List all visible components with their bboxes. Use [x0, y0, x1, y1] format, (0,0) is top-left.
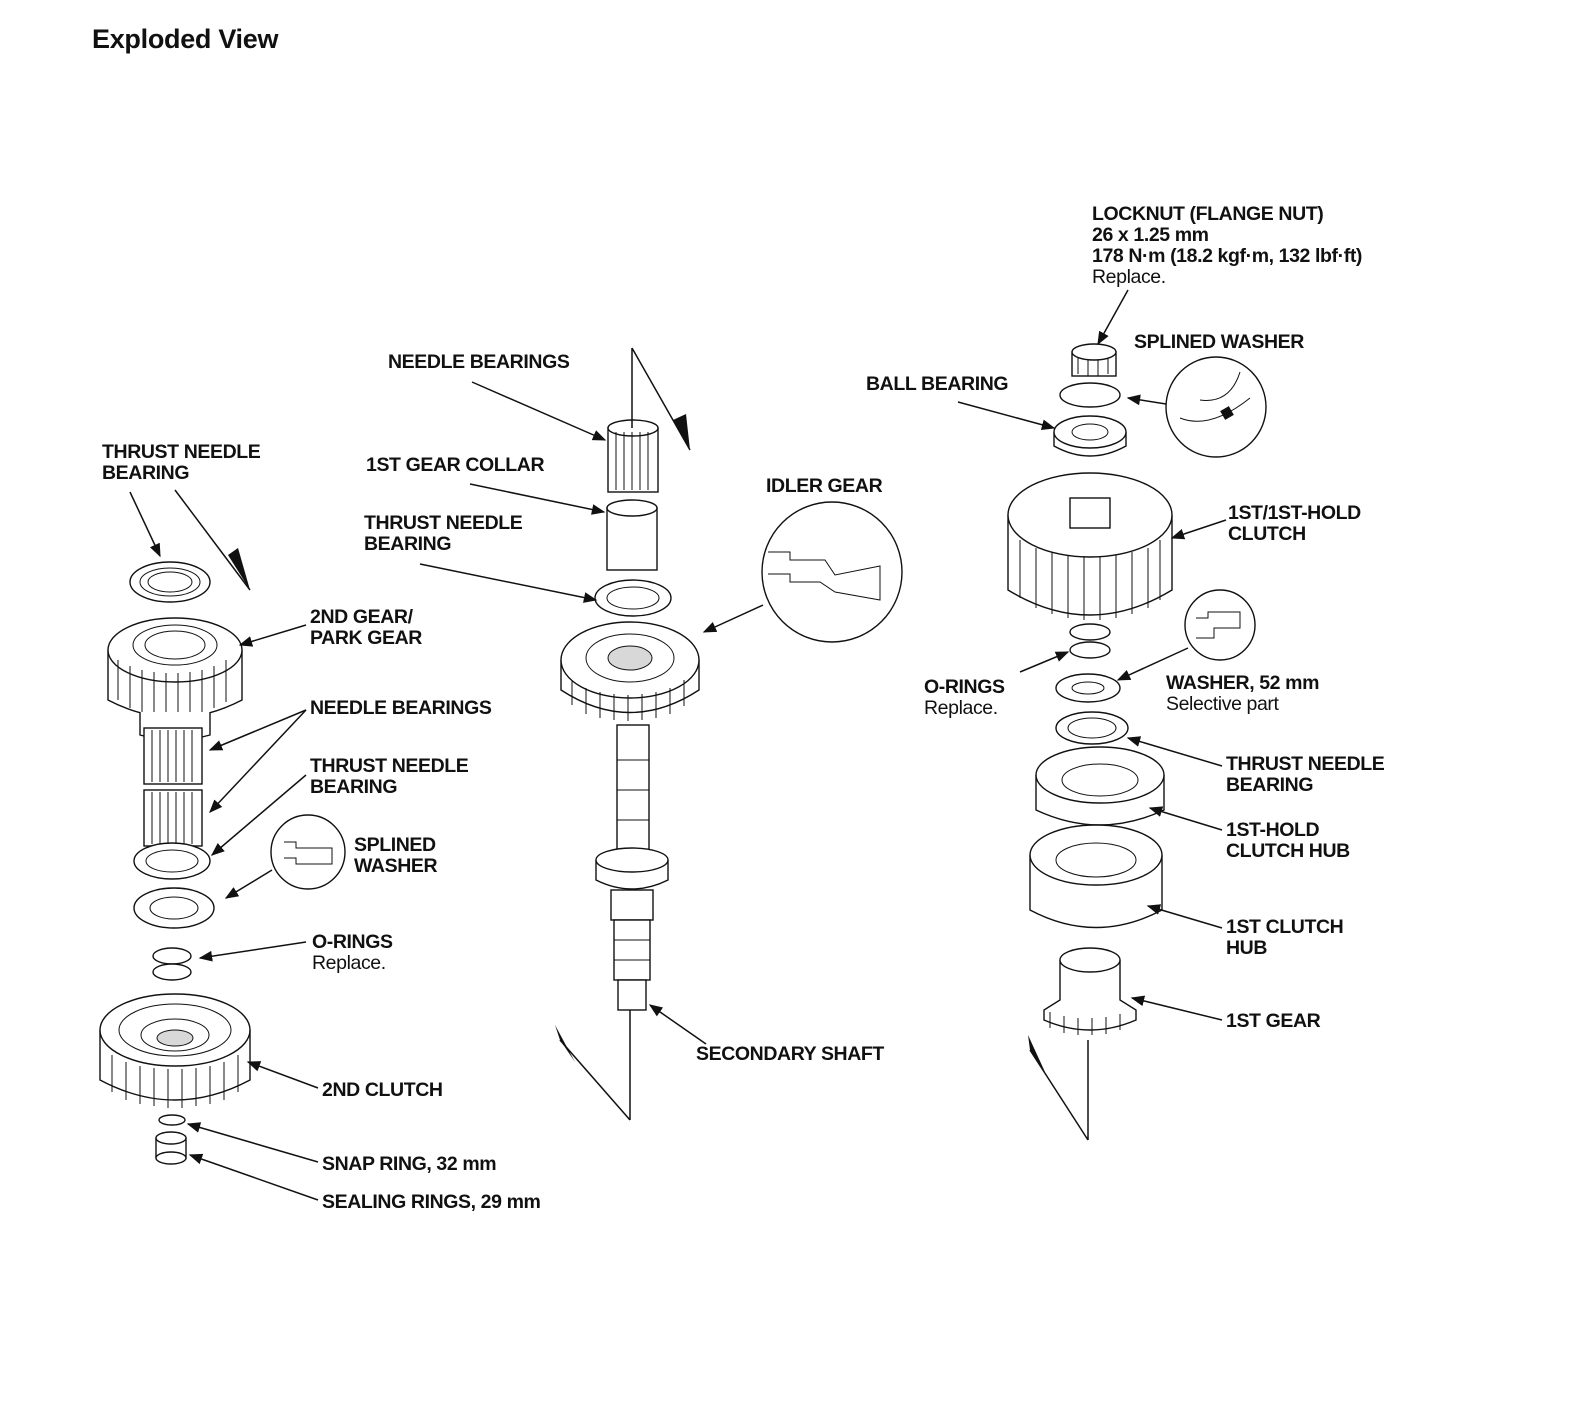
secondary-shaft-label: SECONDARY SHAFT	[696, 1043, 884, 1065]
first-clutch-hub-label: 1ST CLUTCH HUB	[1226, 916, 1344, 959]
first-gear-collar-label: 1ST GEAR COLLAR	[366, 454, 545, 476]
idler-gear-part	[560, 621, 700, 721]
thrust-needle-bearing-left-top-label: THRUST NEEDLE BEARING	[102, 441, 261, 484]
locknut-torque: 178 N·m (18.2 kgf·m, 132 lbf·ft)	[1092, 245, 1363, 267]
left-stack	[99, 489, 346, 1165]
snap-ring-part	[158, 1114, 186, 1126]
left-splined-washer-detail	[270, 814, 346, 890]
right-splined-washer-detail	[1165, 356, 1267, 458]
secondary-shaft-part	[595, 724, 669, 1011]
first-gear-collar-part	[606, 499, 658, 571]
first-clutch-hub-part	[1029, 824, 1163, 929]
ball-bearing-label: BALL BEARING	[866, 373, 1009, 395]
washer-52-detail	[1184, 589, 1256, 661]
middle-thrust-needle-bearing-part	[594, 579, 672, 617]
splined-washer-left-label: SPLINED WASHER	[354, 834, 438, 877]
locknut-label: LOCKNUT (FLANGE NUT) 26 x 1.25 mm 178 N·…	[1092, 204, 1362, 288]
idler-gear-label: IDLER GEAR	[766, 475, 883, 497]
locknut-part	[1071, 343, 1117, 377]
second-gear-part	[107, 617, 243, 741]
needle-bearings-top-label: NEEDLE BEARINGS	[388, 351, 570, 373]
right-thrust-needle-bearing-part	[1055, 711, 1129, 745]
left-thrust-needle-bearing-part	[129, 561, 211, 603]
middle-stack	[555, 347, 903, 1121]
washer-52-label: WASHER, 52 mm Selective part	[1166, 672, 1320, 715]
thrust-needle-bearing-mid-label: THRUST NEEDLE BEARING	[364, 512, 523, 555]
left-splined-washer-part	[133, 887, 215, 929]
washer-52-part	[1055, 673, 1121, 703]
sealing-rings-part	[155, 1131, 187, 1165]
middle-needle-bearings-part	[607, 419, 659, 493]
right-o-rings-part	[1069, 623, 1111, 659]
first-hold-clutch-hub-part	[1035, 746, 1165, 826]
splined-washer-right-label: SPLINED WASHER	[1134, 331, 1304, 353]
thrust-needle-bearing-right-label: THRUST NEEDLE BEARING	[1226, 753, 1385, 796]
first-hold-clutch-part	[1007, 472, 1173, 620]
leader-lines	[129, 289, 1227, 1201]
right-splined-washer-part	[1059, 382, 1121, 408]
locknut-size: 26 x 1.25 mm	[1092, 224, 1209, 246]
left-thrust-needle-bearing-mid-part	[133, 842, 211, 880]
left-needle-bearings-part	[143, 727, 203, 847]
sealing-rings-label: SEALING RINGS, 29 mm	[322, 1191, 541, 1213]
snap-ring-label: SNAP RING, 32 mm	[322, 1153, 497, 1175]
second-clutch-label: 2ND CLUTCH	[322, 1079, 443, 1101]
o-rings-left-label: O-RINGS Replace.	[312, 931, 393, 974]
needle-bearings-left-label: NEEDLE BEARINGS	[310, 697, 492, 719]
thrust-needle-bearing-left-mid-label: THRUST NEEDLE BEARING	[310, 755, 469, 798]
right-stack	[1007, 343, 1267, 1141]
page-title: Exploded View	[92, 24, 279, 54]
first-hold-clutch-label: 1ST/1ST-HOLD CLUTCH	[1228, 502, 1361, 545]
ball-bearing-part	[1053, 415, 1127, 457]
locknut-name: LOCKNUT (FLANGE NUT)	[1092, 203, 1324, 225]
locknut-note: Replace.	[1092, 266, 1166, 288]
second-clutch-part	[99, 993, 251, 1108]
idler-gear-detail	[761, 501, 903, 643]
o-rings-right-label: O-RINGS Replace.	[924, 676, 1005, 719]
second-gear-label: 2ND GEAR/ PARK GEAR	[310, 606, 422, 649]
first-gear-part	[1043, 947, 1137, 1035]
first-hold-clutch-hub-label: 1ST-HOLD CLUTCH HUB	[1226, 819, 1350, 862]
left-o-rings-part	[152, 947, 192, 981]
first-gear-label: 1ST GEAR	[1226, 1010, 1321, 1032]
